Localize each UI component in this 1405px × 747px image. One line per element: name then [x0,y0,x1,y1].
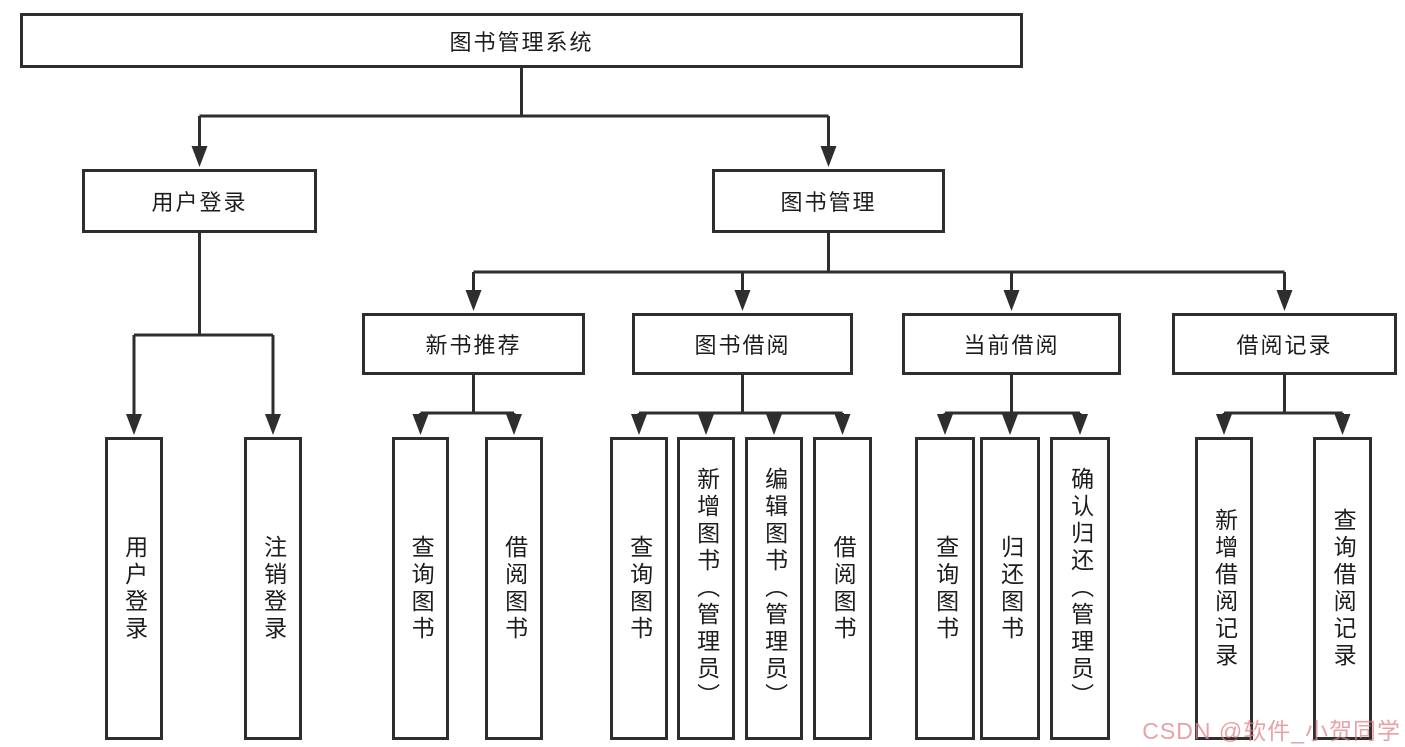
node-book-management: 图书管理 [712,169,945,233]
node-current-borrowing: 当前借阅 [902,313,1121,375]
connector-newbook-to-leaves [419,375,516,420]
node-leaf-borrow-books-2: 借阅图书 [813,437,872,740]
node-borrow-records: 借阅记录 [1172,313,1397,375]
connector-userlogin-to-leaves [132,233,275,418]
connector-currentborrow-to-leaves [943,375,1082,420]
connector-root-to-level1 [198,68,830,150]
connector-bookborrow-to-leaves [637,375,844,420]
node-leaf-edit-books-admin: 编辑图书（管理员） [745,437,803,740]
node-leaf-return-books: 归还图书 [980,437,1040,740]
node-leaf-query-borrow-record: 查询借阅记录 [1313,437,1372,740]
node-leaf-add-borrow-record: 新增借阅记录 [1195,437,1253,740]
node-leaf-borrow-books-1: 借阅图书 [485,437,543,740]
node-leaf-query-books-2: 查询图书 [610,437,668,740]
node-user-login: 用户登录 [82,169,317,233]
node-book-borrowing: 图书借阅 [632,313,853,375]
node-leaf-logout: 注销登录 [244,437,302,740]
node-library-management-system: 图书管理系统 [20,13,1023,68]
node-leaf-query-books-1: 查询图书 [392,437,449,740]
node-leaf-query-books-3: 查询图书 [915,437,975,740]
node-leaf-confirm-return-admin: 确认归还（管理员） [1050,437,1110,740]
connector-borrowrecord-to-leaves [1222,375,1344,420]
node-new-book-recommend: 新书推荐 [362,313,585,375]
csdn-watermark: CSDN @软件_小贺同学 [1142,718,1401,744]
connector-bookmgmt-to-level2 [472,233,1286,295]
node-leaf-add-books-admin: 新增图书（管理员） [677,437,735,740]
node-leaf-user-login: 用户登录 [105,437,163,740]
